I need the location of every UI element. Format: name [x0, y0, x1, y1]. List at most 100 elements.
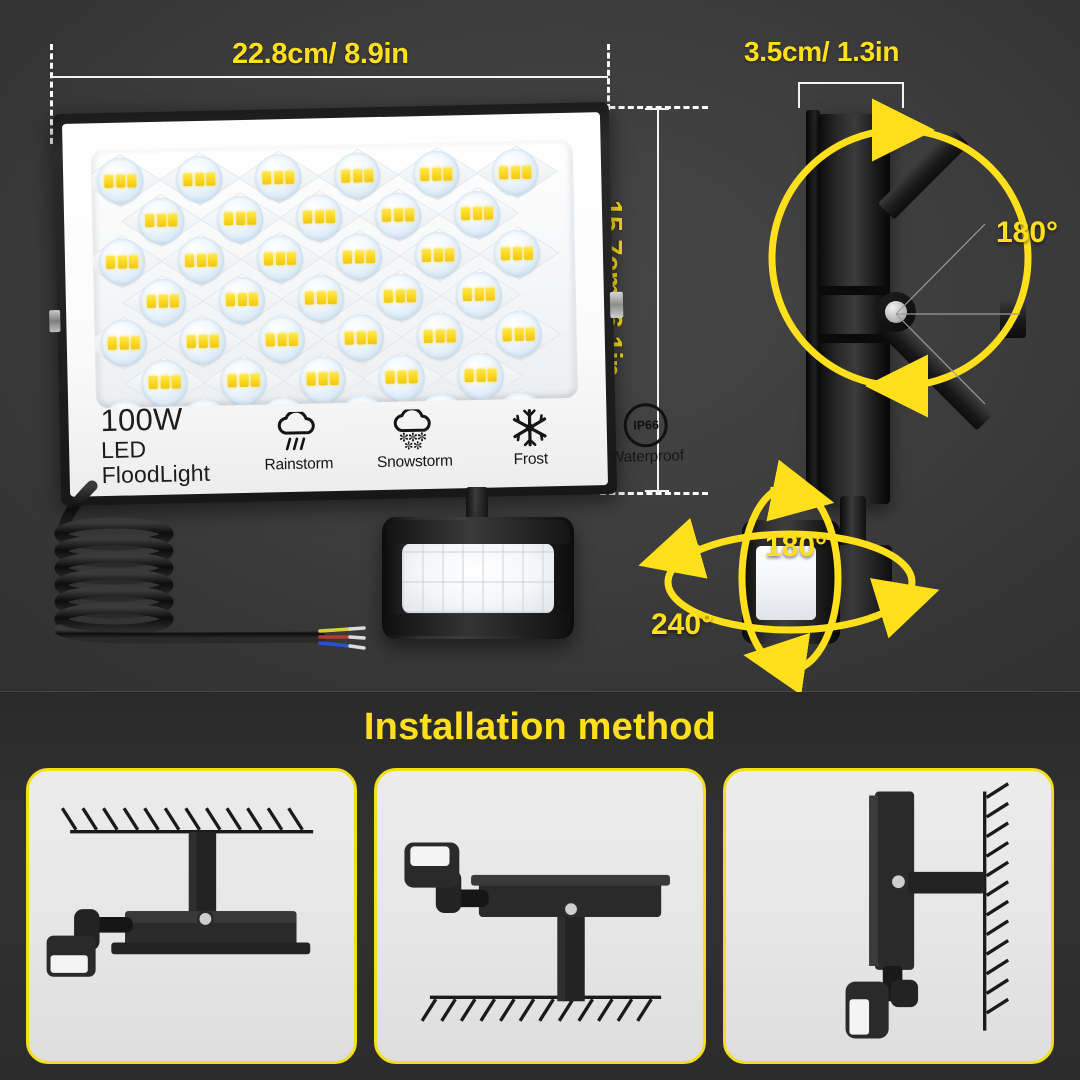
dim-measure-width	[52, 76, 608, 78]
panel-wall-mount[interactable]	[722, 768, 1054, 1064]
bracket-arm-horizontal	[1000, 300, 1026, 338]
pir-fresnel-lens	[402, 544, 554, 613]
led-chip	[314, 210, 324, 224]
dimension-label-depth: 3.5cm/ 1.3in	[744, 36, 900, 67]
led-chip	[105, 255, 116, 269]
led-chip	[512, 246, 522, 260]
led-chip	[262, 170, 272, 185]
led-chip	[265, 332, 275, 347]
led-emitter	[218, 276, 266, 324]
feature-waterproof: IP66 Waterproof	[603, 402, 690, 467]
led-chip	[160, 375, 170, 389]
hatch-mark	[102, 807, 119, 831]
dim-tick-height-bottom	[645, 490, 669, 492]
led-emitter	[335, 232, 383, 280]
led-chip	[431, 167, 441, 181]
led-chip	[127, 173, 137, 188]
led-chip	[146, 294, 157, 309]
led-chip	[327, 290, 337, 305]
led-chip	[514, 327, 524, 341]
floodlight-faceplate: 100W LED FloodLight	[62, 112, 684, 497]
led-chip	[364, 168, 374, 182]
led-emitter	[457, 351, 505, 399]
led-chip	[395, 289, 405, 303]
led-emitter	[376, 272, 424, 320]
hatch-mark	[143, 807, 160, 831]
panel-ground-mount[interactable]	[374, 768, 706, 1064]
led-chip	[443, 166, 453, 181]
led-emitter	[453, 189, 501, 237]
led-emitter	[493, 229, 541, 277]
led-array-panel	[90, 139, 579, 409]
feature-frost: Frost	[487, 404, 574, 469]
hatch-mark	[287, 807, 304, 831]
led-emitter	[137, 196, 185, 244]
led-chip	[423, 329, 433, 343]
led-chip	[460, 207, 471, 221]
led-chip	[317, 372, 328, 386]
led-emitter	[258, 315, 306, 363]
led-chip	[171, 375, 181, 389]
led-chip	[396, 370, 407, 384]
hatch-mark	[985, 978, 1009, 995]
led-chip	[365, 249, 376, 263]
hatch-mark	[538, 998, 556, 1022]
hatch-mark	[985, 821, 1009, 839]
led-chip	[408, 370, 418, 384]
led-chip	[522, 165, 532, 179]
led-chip	[167, 213, 178, 227]
led-chip	[446, 328, 456, 343]
led-chip	[502, 327, 512, 341]
hatch-mark	[81, 807, 99, 831]
dimension-label-width: 22.8cm/ 8.9in	[232, 38, 409, 70]
panel-ceiling-mount[interactable]	[26, 768, 358, 1064]
led-chip	[183, 172, 193, 186]
hatch-mark	[985, 841, 1009, 858]
svg-text:✼: ✼	[417, 430, 427, 444]
led-emitter	[139, 277, 187, 325]
svg-text:✼: ✼	[404, 440, 413, 451]
bracket-pivot-bolt	[876, 292, 916, 332]
side-view-notch-lower	[818, 334, 890, 343]
power-cable	[54, 480, 366, 650]
snow-cloud-icon: ✼ ✼ ✼ ✼ ✼	[371, 407, 458, 453]
led-chip	[144, 213, 155, 228]
led-chip	[420, 167, 430, 181]
hatch-mark	[204, 807, 222, 831]
led-chip	[196, 253, 206, 267]
led-chip	[117, 255, 127, 269]
led-chip	[239, 373, 249, 388]
hatch-mark	[985, 997, 1009, 1015]
feature-snowstorm: ✼ ✼ ✼ ✼ ✼ Snowstorm	[371, 407, 458, 472]
hatch-mark	[985, 880, 1009, 897]
hatch-mark	[985, 958, 1009, 976]
ceiling-mount-illustration	[46, 807, 314, 977]
hatch-mark	[518, 998, 536, 1022]
product-naming: 100W LED FloodLight	[100, 401, 210, 488]
led-chip	[169, 294, 180, 308]
hatch-mark	[636, 998, 654, 1022]
pir-motion-sensor	[382, 517, 574, 639]
dim-guide-bottom-right	[600, 492, 708, 495]
rotation-label-sensor-vertical: 180°	[765, 530, 828, 563]
hatch-mark	[985, 801, 1009, 819]
led-chip	[275, 251, 285, 265]
led-emitter	[374, 191, 422, 239]
wall-mount-illustration	[845, 782, 1009, 1039]
led-chip	[341, 169, 351, 183]
hatch-mark	[985, 939, 1009, 956]
ip-rating-text: IP66	[623, 402, 669, 448]
hatch-mark	[985, 899, 1009, 917]
led-emitter	[220, 357, 268, 405]
wattage-label: 100W	[100, 401, 184, 439]
led-chip	[523, 246, 534, 260]
led-chip	[158, 294, 168, 308]
led-chip	[356, 330, 366, 345]
led-chip	[237, 292, 247, 307]
led-chip	[475, 368, 486, 382]
led-emitter	[297, 274, 345, 322]
feature-label: Snowstorm	[376, 451, 453, 471]
led-chip	[223, 212, 234, 226]
led-chip	[474, 287, 484, 301]
